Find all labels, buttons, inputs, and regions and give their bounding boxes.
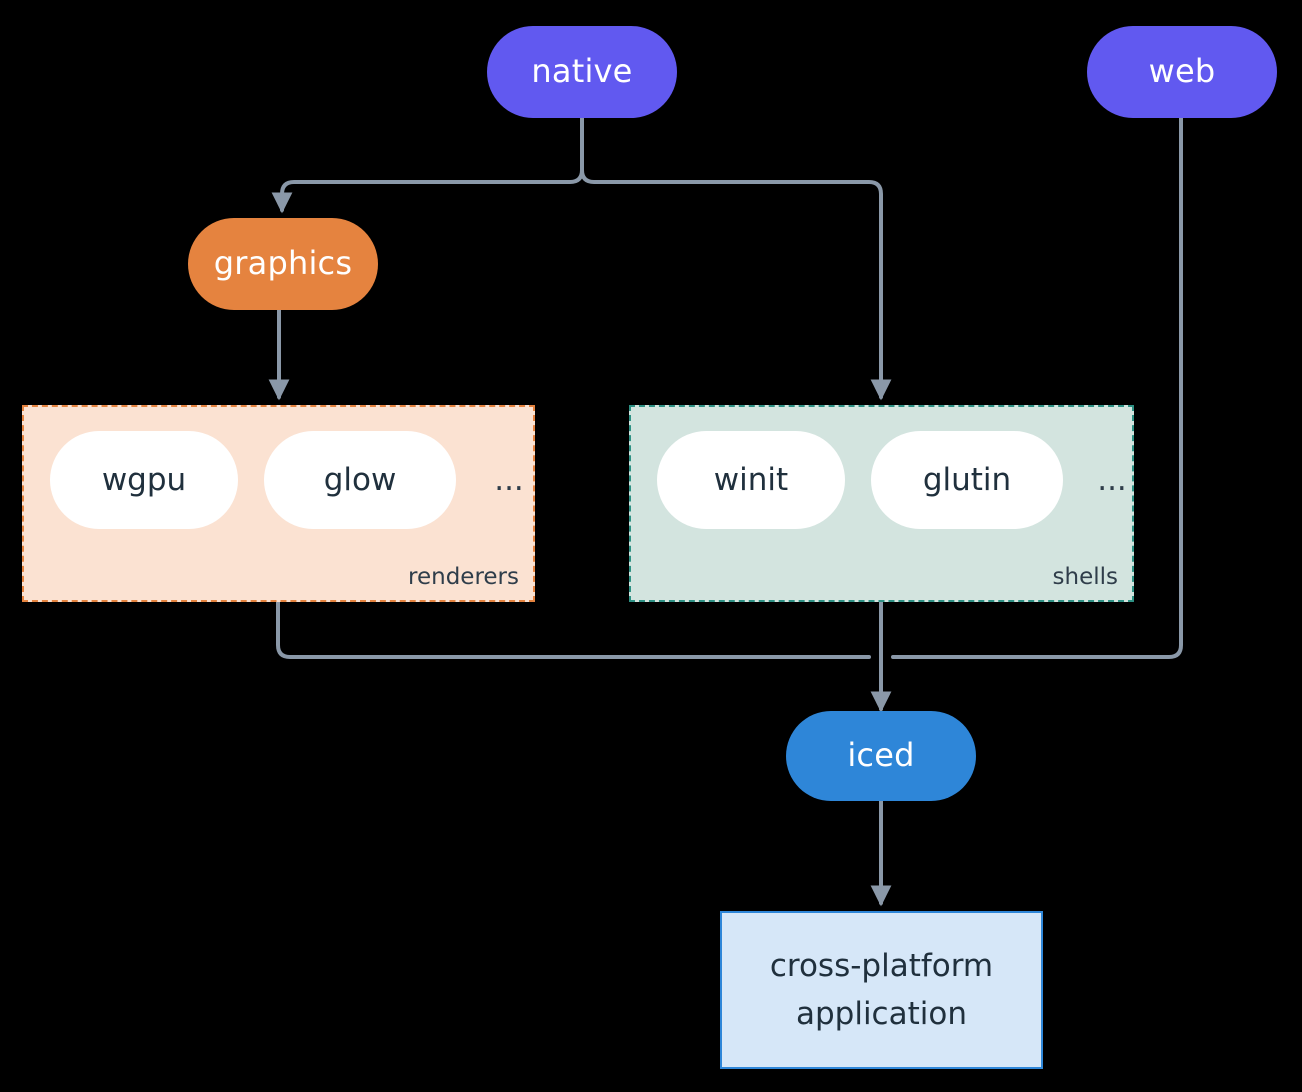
edge-renderers-to-iced	[276, 600, 871, 659]
member-wgpu[interactable]: wgpu	[50, 431, 238, 529]
renderers-overflow-ellipsis: ...	[494, 462, 524, 498]
group-shells: winit glutin ... shells	[629, 405, 1134, 602]
shells-overflow-ellipsis: ...	[1097, 462, 1127, 498]
edge-native-to-shells	[580, 111, 892, 401]
group-label-shells: shells	[1052, 564, 1118, 590]
member-winit[interactable]: winit	[657, 431, 845, 529]
member-glutin[interactable]: glutin	[871, 431, 1063, 529]
group-label-renderers: renderers	[408, 564, 519, 590]
node-cross-platform-application[interactable]: cross-platform application	[720, 911, 1043, 1069]
member-glow[interactable]: glow	[264, 431, 456, 529]
edge-native-to-graphics	[271, 111, 584, 214]
node-web[interactable]: web	[1087, 26, 1277, 118]
node-iced[interactable]: iced	[786, 711, 976, 801]
node-native[interactable]: native	[487, 26, 677, 118]
node-graphics[interactable]: graphics	[188, 218, 378, 310]
group-renderers: wgpu glow ... renderers	[22, 405, 535, 602]
